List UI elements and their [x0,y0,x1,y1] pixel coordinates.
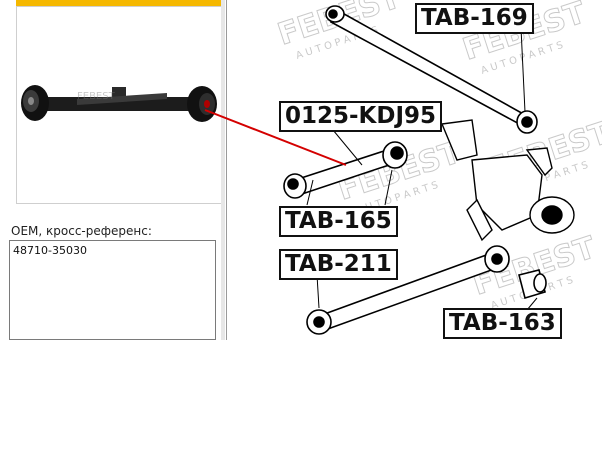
part-label-kdj95[interactable]: 0125-KDJ95 [279,101,443,132]
header-accent-bar [16,0,221,6]
parts-diagram: FEBEST A U T O P A R T S FEBEST A U T O … [226,0,602,340]
part-label-tab211[interactable]: TAB-211 [279,249,398,280]
oem-code: 48710-35030 [13,244,87,257]
part-label-tab165[interactable]: TAB-165 [279,206,398,237]
diagram-drawing: FEBEST A U T O P A R T S FEBEST A U T O … [273,0,602,335]
oem-textarea[interactable]: 48710-35030 [9,240,216,340]
bushing-163 [518,269,547,300]
control-arm-photo: FEBEST [21,85,217,122]
oem-label: OEM, кросс-референс: [11,224,152,238]
part-label-tab169[interactable]: TAB-169 [415,3,534,34]
part-label-tab163[interactable]: TAB-163 [443,308,562,339]
product-panel: FEBEST OEM, кросс-референс: 48710-35030 [0,0,225,340]
lower-arm [306,245,510,335]
upper-arm [325,5,538,134]
middle-arm [283,141,408,199]
product-photo[interactable]: FEBEST [16,6,223,204]
panel-divider [221,0,225,340]
axle-carrier [441,119,575,242]
svg-text:FEBEST: FEBEST [77,91,116,102]
